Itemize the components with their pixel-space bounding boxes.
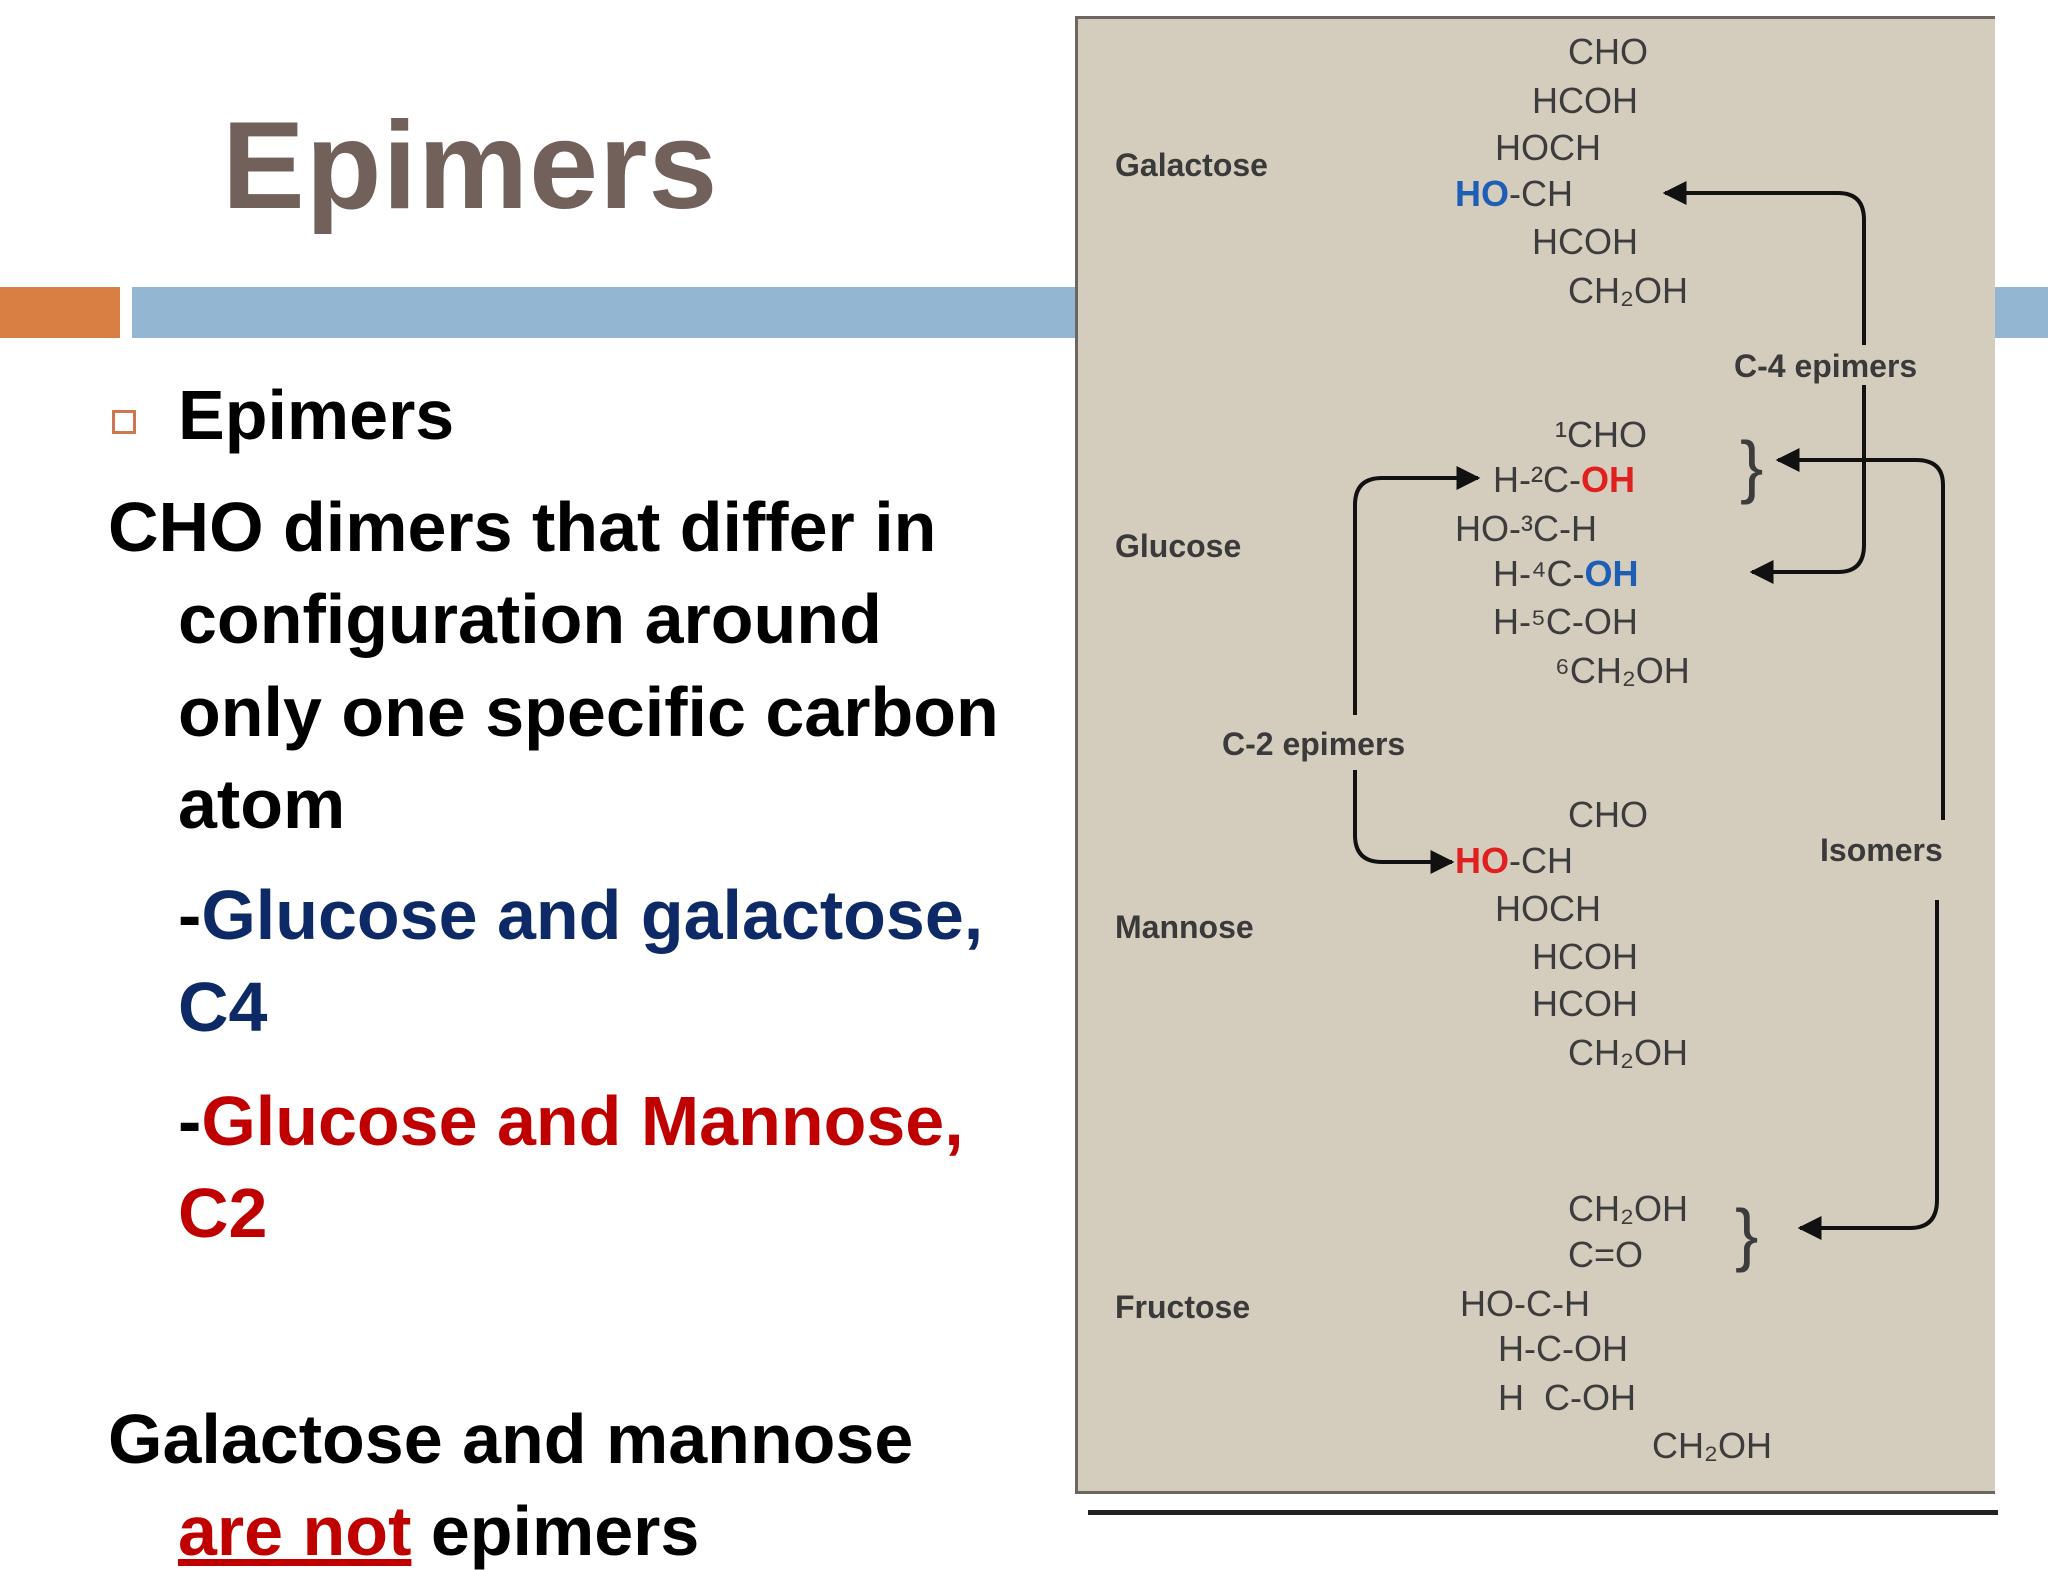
note-line-1: Galactose and mannose bbox=[108, 1400, 914, 1478]
isomers-arrow-to-glucose bbox=[1775, 448, 1945, 820]
bullet-heading: Epimers bbox=[178, 376, 455, 454]
example-c2-dash: - bbox=[178, 1082, 202, 1160]
mannose-line-5: HCOH bbox=[1532, 983, 1638, 1024]
example-c4-text: Glucose and galactose, bbox=[201, 876, 984, 954]
mannose-line-4: HCOH bbox=[1532, 936, 1638, 977]
title-bar-accent bbox=[0, 287, 120, 338]
label-c2-epimers: C-2 epimers bbox=[1222, 726, 1405, 762]
fructose-line-2: C=O bbox=[1568, 1234, 1643, 1275]
glucose-c4: H-⁴C- bbox=[1493, 553, 1584, 594]
glucose-c4-oh-highlight: OH bbox=[1584, 553, 1638, 594]
glucose-c1-brace: } bbox=[1740, 427, 1763, 505]
label-galactose: Galactose bbox=[1115, 147, 1268, 183]
mannose-structure: CHO HO-CH HOCH HCOH HCOH CH₂OH bbox=[1455, 794, 1688, 1073]
galactose-ho-highlight: HO bbox=[1455, 173, 1509, 214]
example-c2-text: Glucose and Mannose, bbox=[201, 1082, 964, 1160]
figure-bottom-rule bbox=[1088, 1510, 1998, 1515]
glucose-line-1: ¹CHO bbox=[1555, 414, 1647, 455]
glucose-line-6: ⁶CH₂OH bbox=[1555, 650, 1690, 691]
example-c2-line-1: -Glucose and Mannose, bbox=[178, 1086, 964, 1156]
galactose-line-2: HCOH bbox=[1532, 80, 1638, 121]
galactose-line-3: HOCH bbox=[1495, 127, 1601, 168]
definition-line-1: CHO dimers that differ in bbox=[108, 488, 937, 566]
c2-arrow-to-mannose bbox=[1353, 770, 1455, 874]
mannose-line-6: CH₂OH bbox=[1568, 1032, 1688, 1073]
example-c2-line-2: C2 bbox=[178, 1174, 268, 1252]
mannose-ho-highlight: HO bbox=[1455, 840, 1509, 881]
example-c4-line-1: -Glucose and galactose, bbox=[178, 880, 983, 950]
definition-line-4: atom bbox=[178, 765, 346, 843]
example-c4-dash: - bbox=[178, 876, 202, 954]
glucose-line-4: H-⁴C-OH bbox=[1493, 553, 1638, 594]
fructose-structure: CH₂OH C=O HO-C-H H-C-OH H C-OH CH₂OH } bbox=[1460, 1188, 1772, 1466]
bullet-square-icon bbox=[112, 410, 136, 434]
mannose-line-2: HO-CH bbox=[1455, 840, 1573, 881]
label-isomers: Isomers bbox=[1820, 832, 1943, 868]
glucose-line-2: H-²C-OH bbox=[1493, 459, 1635, 500]
glucose-c2-oh-highlight: OH bbox=[1581, 459, 1635, 500]
fructose-c2-brace: } bbox=[1735, 1195, 1758, 1273]
c2-arrow-to-glucose bbox=[1353, 466, 1481, 715]
mannose-ch: -CH bbox=[1509, 840, 1573, 881]
epimer-diagram: Galactose Glucose Mannose Fructose CHO H… bbox=[1115, 31, 1945, 1466]
glucose-structure: ¹CHO H-²C-OH HO-³C-H H-⁴C-OH H-⁵C-OH ⁶CH… bbox=[1455, 414, 1763, 691]
glucose-line-3: HO-³C-H bbox=[1455, 508, 1597, 549]
fructose-line-1: CH₂OH bbox=[1568, 1188, 1688, 1229]
glucose-c2: H-²C- bbox=[1493, 459, 1581, 500]
galactose-line-4: HO-CH bbox=[1455, 173, 1573, 214]
fructose-line-5: H C-OH bbox=[1498, 1377, 1636, 1418]
isomers-arrow-to-fructose bbox=[1797, 900, 1939, 1240]
label-fructose: Fructose bbox=[1115, 1289, 1250, 1325]
slide-title: Epimers bbox=[222, 97, 719, 235]
label-glucose: Glucose bbox=[1115, 528, 1241, 564]
label-mannose: Mannose bbox=[1115, 909, 1254, 945]
definition-line-3: only one specific carbon bbox=[178, 673, 999, 751]
definition-line-2: configuration around bbox=[178, 580, 882, 658]
galactose-line-6: CH₂OH bbox=[1568, 270, 1688, 311]
fructose-line-3: HO-C-H bbox=[1460, 1283, 1590, 1324]
label-c4-epimers: C-4 epimers bbox=[1734, 348, 1917, 384]
c4-arrow-to-galactose bbox=[1662, 181, 1866, 345]
fructose-line-4: H-C-OH bbox=[1498, 1328, 1628, 1369]
galactose-line-5: HCOH bbox=[1532, 221, 1638, 262]
slide-body: Epimers CHO dimers that differ in config… bbox=[108, 376, 999, 1566]
mannose-line-3: HOCH bbox=[1495, 888, 1601, 929]
galactose-structure: CHO HCOH HOCH HO-CH HCOH CH₂OH bbox=[1455, 31, 1688, 311]
glucose-line-5: H-⁵C-OH bbox=[1493, 601, 1638, 642]
example-c4-line-2: C4 bbox=[178, 968, 268, 1046]
epimer-figure-panel bbox=[1075, 16, 1995, 1494]
fructose-line-6: CH₂OH bbox=[1652, 1425, 1772, 1466]
galactose-line-1: CHO bbox=[1568, 31, 1648, 72]
c4-arrow-to-glucose bbox=[1749, 385, 1866, 584]
mannose-line-1: CHO bbox=[1568, 794, 1648, 835]
galactose-ch: -CH bbox=[1509, 173, 1573, 214]
